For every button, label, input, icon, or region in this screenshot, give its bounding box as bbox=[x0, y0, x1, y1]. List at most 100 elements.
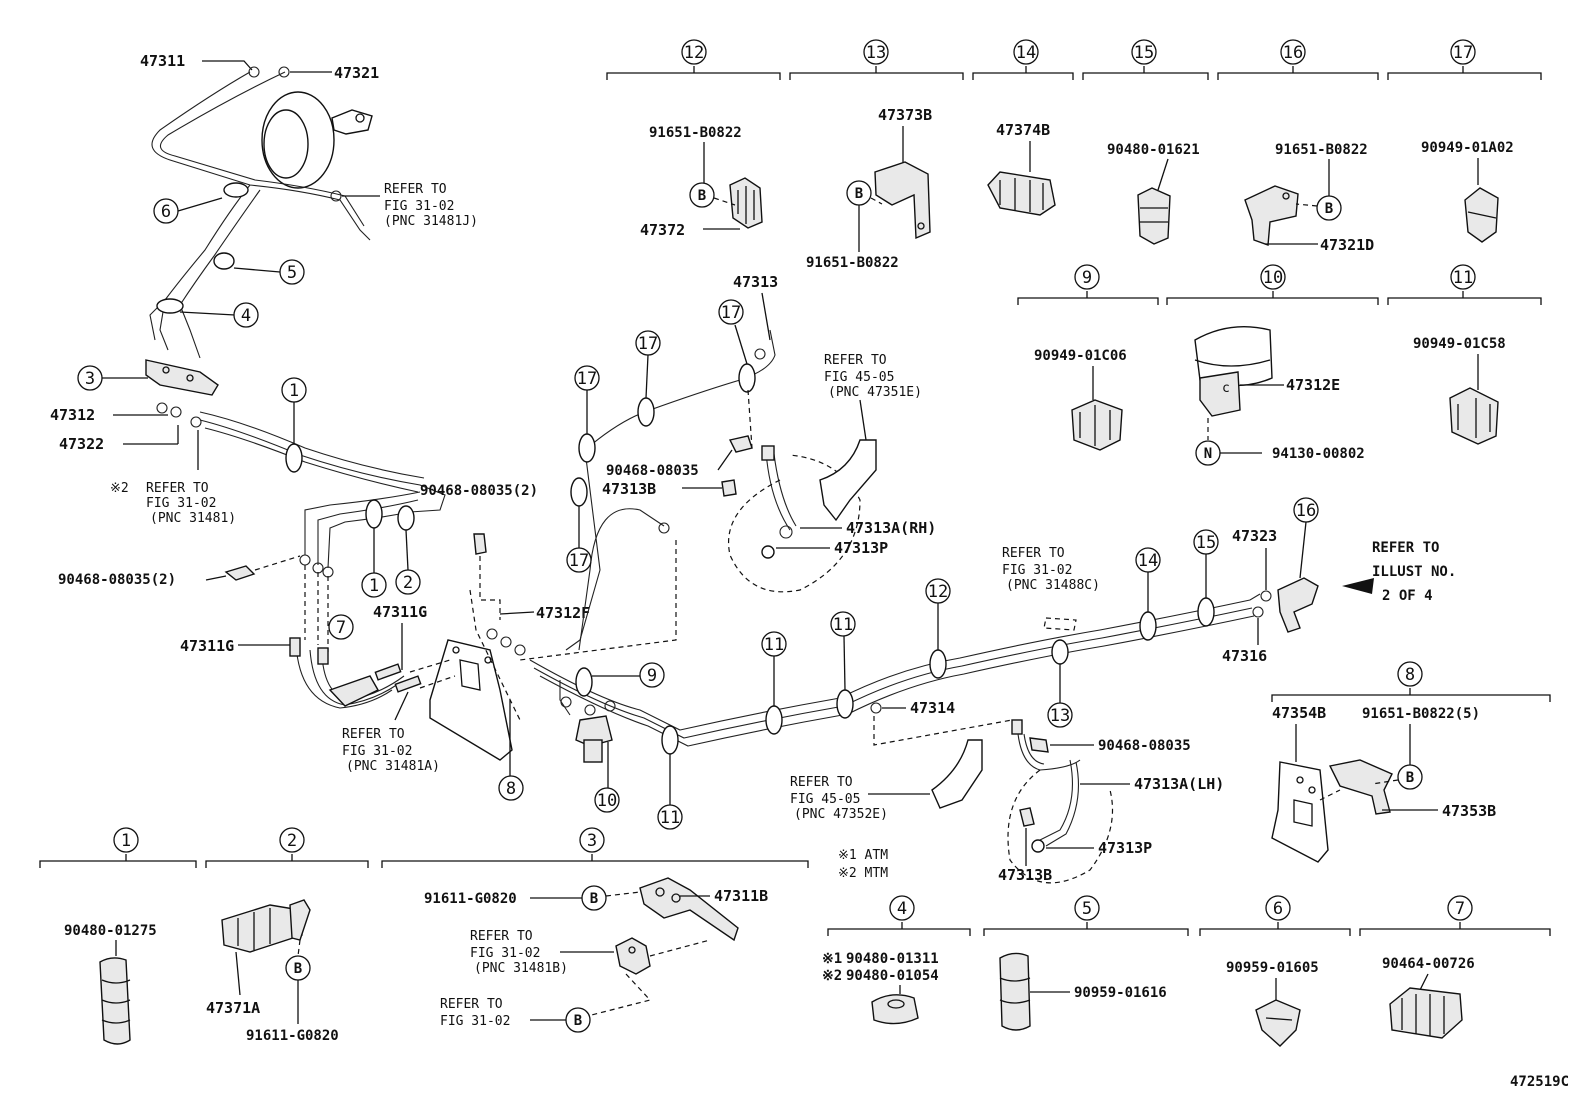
callout-17c[interactable]: 17 bbox=[718, 299, 744, 325]
part-number-label: 47313P bbox=[1098, 839, 1152, 857]
part-number-label: 47313P bbox=[834, 539, 888, 557]
svg-text:12: 12 bbox=[684, 43, 704, 63]
bolt-b-callout[interactable]: B bbox=[689, 182, 715, 208]
svg-text:11: 11 bbox=[1453, 268, 1473, 288]
bolt-b-callout[interactable]: B bbox=[846, 180, 872, 206]
section-16-callout[interactable]: 16 bbox=[1280, 39, 1306, 65]
section-10-callout[interactable]: 10 bbox=[1260, 264, 1286, 290]
bolt-b-callout[interactable]: B bbox=[1316, 195, 1342, 221]
callout-14[interactable]: 14 bbox=[1135, 547, 1161, 573]
callout-11b[interactable]: 11 bbox=[761, 631, 787, 657]
bracket-47353b-icon bbox=[1328, 759, 1393, 815]
svg-text:1: 1 bbox=[121, 831, 131, 851]
part-number-label: 90949-01C06 bbox=[1034, 348, 1127, 364]
section-4-callout[interactable]: 4 bbox=[889, 895, 915, 921]
knuckle-bracket-icon bbox=[819, 439, 877, 522]
callout-17d[interactable]: 17 bbox=[566, 547, 592, 573]
callout-15[interactable]: 15 bbox=[1193, 529, 1219, 555]
callout-17b[interactable]: 17 bbox=[635, 330, 661, 356]
svg-text:14: 14 bbox=[1016, 43, 1036, 63]
callout-8a[interactable]: 8 bbox=[498, 775, 524, 801]
bolt-b-callout[interactable]: B bbox=[565, 1007, 591, 1033]
svg-text:9: 9 bbox=[647, 666, 657, 686]
callout-10[interactable]: 10 bbox=[594, 787, 620, 813]
callout-17a[interactable]: 17 bbox=[574, 365, 600, 391]
part-number-label: 47354B bbox=[1272, 704, 1326, 722]
part-number-label: 47313A(RH) bbox=[846, 519, 936, 537]
svg-text:c: c bbox=[1222, 381, 1230, 396]
section-5-callout[interactable]: 5 bbox=[1074, 895, 1100, 921]
section-11-callout[interactable]: 11 bbox=[1450, 264, 1476, 290]
section-13-callout[interactable]: 13 bbox=[863, 39, 889, 65]
svg-text:4: 4 bbox=[897, 899, 907, 919]
callout-3[interactable]: 3 bbox=[77, 365, 103, 391]
callout-1a[interactable]: 1 bbox=[281, 377, 307, 403]
clamp-11-icon bbox=[765, 705, 783, 735]
callout-4[interactable]: 4 bbox=[233, 302, 259, 328]
svg-text:REFER TO: REFER TO bbox=[824, 353, 887, 368]
svg-text:REFER TO: REFER TO bbox=[1372, 540, 1439, 556]
svg-text:3: 3 bbox=[85, 369, 95, 389]
clip-90468-icon bbox=[1029, 737, 1049, 753]
svg-text:(PNC 31488C): (PNC 31488C) bbox=[1006, 578, 1100, 593]
section-9-callout[interactable]: 9 bbox=[1074, 264, 1100, 290]
svg-text:16: 16 bbox=[1296, 501, 1316, 521]
section-9-parts: 90949-01C06 bbox=[1034, 348, 1127, 451]
svg-text:※2 MTM: ※2 MTM bbox=[838, 866, 888, 881]
section-5-parts: 90959-01616 bbox=[999, 952, 1167, 1031]
callout-2a[interactable]: 2 bbox=[395, 569, 421, 595]
callout-1b[interactable]: 1 bbox=[361, 572, 387, 598]
part-number-label: 90959-01605 bbox=[1226, 960, 1319, 976]
part-number-label: 90480-01621 bbox=[1107, 142, 1200, 158]
part-number-label: 47321D bbox=[1320, 236, 1374, 254]
callout-16[interactable]: 16 bbox=[1293, 497, 1319, 523]
svg-text:11: 11 bbox=[833, 615, 853, 635]
clamp-2-icon bbox=[397, 505, 415, 531]
callout-5[interactable]: 5 bbox=[279, 259, 305, 285]
callout-12[interactable]: 12 bbox=[925, 578, 951, 604]
section-7-callout[interactable]: 7 bbox=[1447, 895, 1473, 921]
callout-9[interactable]: 9 bbox=[639, 662, 665, 688]
bolt-b-callout[interactable]: B bbox=[285, 955, 311, 981]
clip-90959-01605-icon bbox=[1255, 999, 1301, 1047]
section-1-parts: 90480-01275 bbox=[64, 923, 157, 1045]
svg-text:FIG 45-05: FIG 45-05 bbox=[824, 370, 894, 385]
svg-text:※1: ※1 bbox=[822, 951, 842, 967]
svg-text:2 OF 4: 2 OF 4 bbox=[1382, 588, 1433, 604]
section-2-callout[interactable]: 2 bbox=[279, 827, 305, 853]
callout-11a[interactable]: 11 bbox=[657, 804, 683, 830]
bolt-b-callout[interactable]: B bbox=[1397, 764, 1423, 790]
clamp-1-icon bbox=[285, 443, 303, 473]
hose-end-icon bbox=[1011, 719, 1023, 735]
callout-6[interactable]: 6 bbox=[153, 198, 179, 224]
section-headers-bottom: 1 2 3 4 5 6 7 bbox=[39, 827, 1551, 936]
section-1-callout[interactable]: 1 bbox=[113, 827, 139, 853]
callout-13[interactable]: 13 bbox=[1047, 702, 1073, 728]
clip-90468-icon bbox=[224, 565, 256, 581]
part-number-label: 90480-01311 bbox=[846, 951, 939, 967]
part-number-label: 91651-B0822 bbox=[1275, 142, 1368, 158]
nut-n-callout[interactable]: N bbox=[1195, 440, 1221, 466]
svg-text:FIG 45-05: FIG 45-05 bbox=[790, 792, 860, 807]
svg-text:17: 17 bbox=[1453, 43, 1473, 63]
part-number-label: 47313B bbox=[602, 480, 656, 498]
part-number-label: 91651-B0822(5) bbox=[1362, 706, 1480, 722]
part-number-label: 47313A(LH) bbox=[1134, 775, 1224, 793]
clamp-17-icon bbox=[738, 363, 756, 393]
section-14-callout[interactable]: 14 bbox=[1013, 39, 1039, 65]
part-number-label: 47321 bbox=[334, 64, 379, 82]
bolt-b-callout[interactable]: B bbox=[581, 885, 607, 911]
section-12-callout[interactable]: 12 bbox=[681, 39, 707, 65]
section-15-callout[interactable]: 15 bbox=[1131, 39, 1157, 65]
section-6-callout[interactable]: 6 bbox=[1265, 895, 1291, 921]
clamp-9-icon bbox=[575, 667, 593, 697]
callout-11c[interactable]: 11 bbox=[830, 611, 856, 637]
callout-7[interactable]: 7 bbox=[328, 614, 354, 640]
master-cylinder-icon bbox=[331, 109, 373, 135]
section-17-callout[interactable]: 17 bbox=[1450, 39, 1476, 65]
clamp-12-icon bbox=[929, 649, 947, 679]
part-number-label: 90949-01A02 bbox=[1421, 140, 1514, 156]
section-8-callout[interactable]: 8 bbox=[1397, 661, 1423, 687]
section-3-callout[interactable]: 3 bbox=[579, 827, 605, 853]
part-number-label: 91651-B0822 bbox=[649, 125, 742, 141]
